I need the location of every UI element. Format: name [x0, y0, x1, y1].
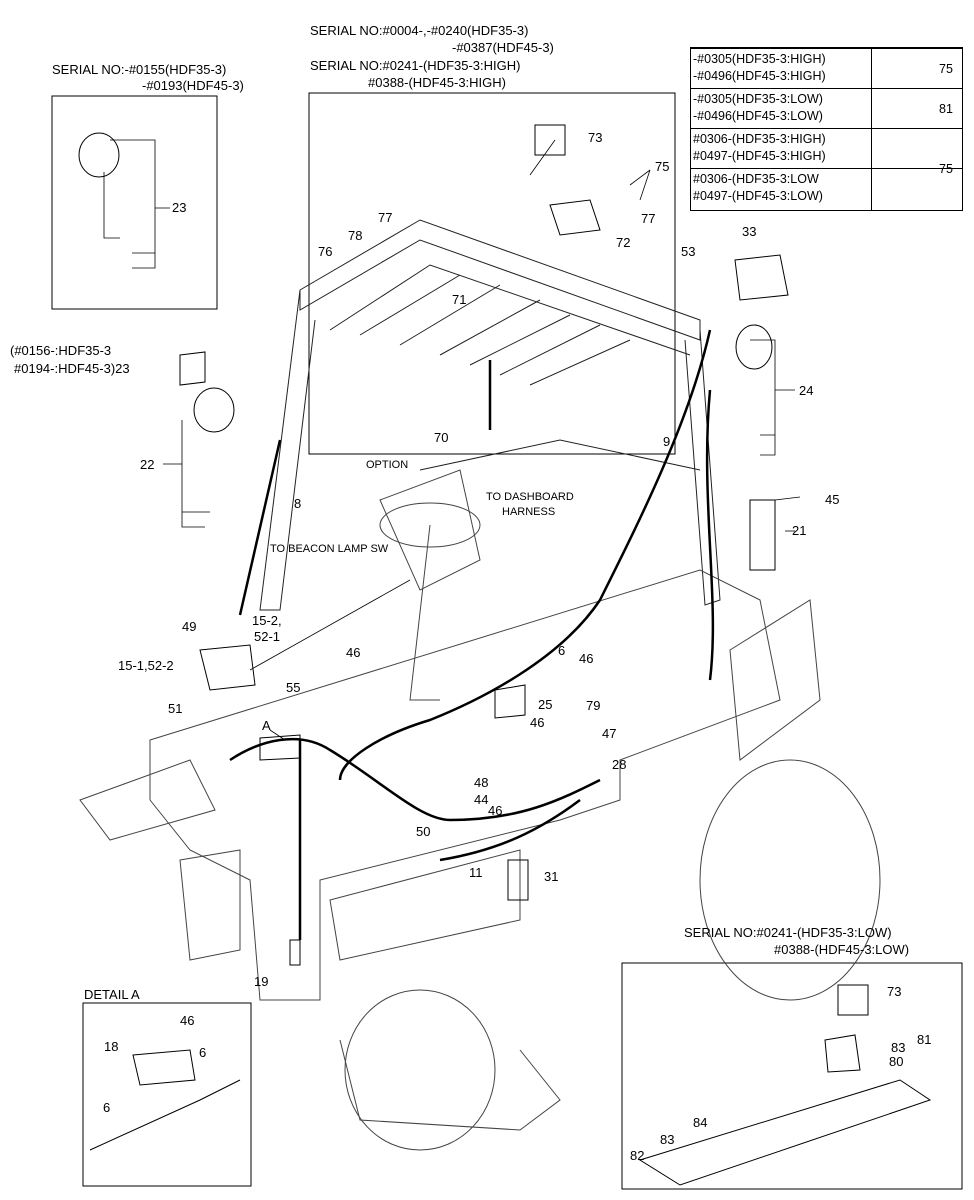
table-ref: 81 — [939, 102, 953, 116]
callout-77: 77 — [378, 210, 393, 225]
callout-49: 49 — [182, 619, 197, 634]
callout-55: 55 — [286, 680, 301, 695]
callout-81: 81 — [917, 1032, 932, 1047]
callout-50: 50 — [416, 824, 431, 839]
callout-77: 77 — [641, 211, 656, 226]
callout-6: 6 — [199, 1045, 207, 1060]
truck-body — [79, 469, 881, 1151]
callout-15-2: 15-2, — [252, 613, 282, 628]
table-row: -#0305(HDF35-3:LOW) -#0496(HDF45-3:LOW) 8… — [691, 88, 962, 129]
callout-11: 11 — [469, 865, 483, 880]
serial-bottom-right-line1: SERIAL NO:#0241-(HDF35-3:LOW) — [684, 925, 892, 940]
serial-variant-table: -#0305(HDF35-3:HIGH) -#0496(HDF45-3:HIGH)… — [690, 47, 963, 211]
callout-82: 82 — [630, 1148, 645, 1163]
callout-44: 44 — [474, 792, 489, 807]
callout-23: 23 — [172, 200, 187, 215]
callout-6: 6 — [558, 643, 566, 658]
callout-73: 73 — [887, 984, 902, 999]
callout-71: 71 — [452, 292, 467, 307]
wiring-harness — [229, 329, 715, 940]
table-cell: #0306-(HDF35-3:HIGH) — [693, 132, 826, 146]
serial-bottom-right-line2: #0388-(HDF45-3:LOW) — [774, 942, 910, 957]
serial-top-left-line2: -#0193(HDF45-3) — [142, 78, 244, 93]
callout-83: 83 — [891, 1040, 906, 1055]
serial-left-mid-line2: #0194-:HDF45-3)23 — [14, 361, 130, 376]
callout-46: 46 — [488, 803, 503, 818]
callout-84: 84 — [693, 1115, 708, 1130]
table-cell: -#0305(HDF35-3:LOW) — [693, 92, 823, 106]
callout-83: 83 — [660, 1132, 675, 1147]
callout-80: 80 — [889, 1054, 904, 1069]
callout-76: 76 — [318, 244, 333, 259]
table-ref: 75 — [939, 62, 953, 76]
callout-46: 46 — [579, 651, 594, 666]
callout-46: 46 — [346, 645, 361, 660]
callout-51: 51 — [168, 701, 183, 716]
table-divider — [871, 48, 872, 210]
callout-28: 28 — [612, 757, 627, 772]
callout-18: 18 — [104, 1039, 119, 1054]
inset-box-beacon-low — [621, 962, 963, 1190]
callout-9: 9 — [663, 434, 671, 449]
callout-8: 8 — [294, 496, 302, 511]
detail-a-marker: A — [262, 718, 271, 733]
leader-lines — [103, 139, 801, 741]
callout-47: 47 — [602, 726, 617, 741]
callout-19: 19 — [254, 974, 269, 989]
table-cell: -#0305(HDF35-3:HIGH) — [693, 52, 826, 66]
callout-21: 21 — [792, 523, 807, 538]
inset-box-detail-a — [82, 1002, 252, 1187]
callout-53: 53 — [681, 244, 696, 259]
detail-a-title: DETAIL A — [84, 987, 140, 1002]
table-row: #0306-(HDF35-3:HIGH) #0497-(HDF45-3:HIGH) — [691, 128, 962, 169]
callout-70: 70 — [434, 430, 449, 445]
callout-52-1: 52-1 — [254, 629, 281, 644]
callout-6: 6 — [103, 1100, 111, 1115]
callout-45: 45 — [825, 492, 840, 507]
callout-72: 72 — [616, 235, 631, 250]
callout-22: 22 — [140, 457, 155, 472]
note-dashboard-2: HARNESS — [502, 506, 556, 518]
inset-box-beacon-high — [308, 92, 676, 455]
callout-31: 31 — [544, 869, 559, 884]
table-cell: #0497-(HDF45-3:LOW) — [693, 189, 823, 203]
note-beacon: TO BEACON LAMP SW — [270, 543, 389, 555]
components — [78, 124, 932, 1186]
table-ref: 75 — [939, 162, 953, 176]
callout-25: 25 — [538, 697, 553, 712]
note-option: OPTION — [366, 459, 409, 471]
note-dashboard-1: TO DASHBOARD — [486, 491, 574, 503]
serial-top-left-line1: SERIAL NO:-#0155(HDF35-3) — [52, 62, 227, 77]
callout-46: 46 — [180, 1013, 195, 1028]
serial-top-center-line2: -#0387(HDF45-3) — [452, 40, 554, 55]
callout-73: 73 — [588, 130, 603, 145]
callout-33: 33 — [742, 224, 757, 239]
callout-24: 24 — [799, 383, 814, 398]
callout-15-1-52-2: 15-1,52-2 — [118, 658, 174, 673]
callout-79: 79 — [586, 698, 601, 713]
callout-75: 75 — [655, 159, 670, 174]
table-cell: -#0496(HDF45-3:HIGH) — [693, 69, 826, 83]
serial-top-center-line3: SERIAL NO:#0241-(HDF35-3:HIGH) — [310, 58, 521, 73]
callout-78: 78 — [348, 228, 363, 243]
serial-top-center-line1: SERIAL NO:#0004-,-#0240(HDF35-3) — [310, 23, 529, 38]
table-cell: #0306-(HDF35-3:LOW — [693, 172, 819, 186]
table-cell: #0497-(HDF45-3:HIGH) — [693, 149, 826, 163]
callout-48: 48 — [474, 775, 489, 790]
table-cell: -#0496(HDF45-3:LOW) — [693, 109, 823, 123]
serial-left-mid-line1: (#0156-:HDF35-3 — [10, 343, 112, 358]
table-row: #0306-(HDF35-3:LOW #0497-(HDF45-3:LOW) 75 — [691, 162, 962, 210]
inset-box-rear-lamp — [51, 95, 218, 310]
table-row: -#0305(HDF35-3:HIGH) -#0496(HDF45-3:HIGH)… — [691, 48, 962, 89]
callout-46: 46 — [530, 715, 545, 730]
serial-top-center-line4: #0388-(HDF45-3:HIGH) — [368, 75, 506, 90]
